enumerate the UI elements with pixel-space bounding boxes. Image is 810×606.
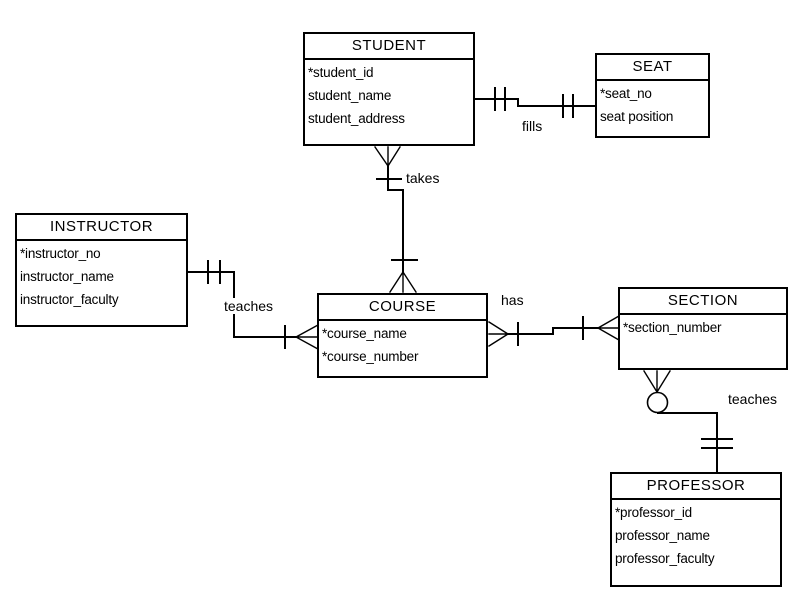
relationship-label-has: has bbox=[501, 292, 524, 308]
has-line bbox=[507, 327, 599, 335]
attribute-student-address: student_address bbox=[308, 111, 405, 126]
has-crowsfoot-section-side bbox=[597, 315, 620, 341]
teaches2-optional-circle bbox=[646, 391, 669, 414]
takes-crowsfoot-course-side bbox=[389, 271, 417, 293]
connector-takes bbox=[374, 146, 418, 293]
entity-instructor-title: INSTRUCTOR bbox=[17, 215, 186, 241]
entity-student-attributes: *student_id student_name student_address bbox=[305, 60, 473, 130]
teaches2-crowsfoot-section-side bbox=[643, 370, 671, 393]
attribute-instructor-no: *instructor_no bbox=[20, 246, 101, 261]
relationship-label-teaches-instructor: teaches bbox=[224, 298, 274, 314]
entity-course-attributes: *course_name *course_number bbox=[319, 321, 486, 368]
takes-line bbox=[387, 165, 404, 273]
entity-section: SECTION *section_number bbox=[618, 287, 788, 370]
entity-course: COURSE *course_name *course_number bbox=[317, 293, 488, 378]
entity-professor-attributes: *professor_id professor_name professor_f… bbox=[612, 500, 780, 570]
entity-seat-attributes: *seat_no seat position bbox=[597, 81, 708, 128]
entity-section-attributes: *section_number bbox=[620, 315, 786, 339]
connector-has bbox=[488, 315, 620, 347]
attribute-student-id: *student_id bbox=[308, 65, 374, 80]
relationship-label-fills: fills bbox=[522, 118, 543, 134]
entity-instructor-attributes: *instructor_no instructor_name instructo… bbox=[17, 241, 186, 311]
fills-one-ticks-seat-side bbox=[562, 94, 574, 118]
attribute-course-number: *course_number bbox=[322, 349, 419, 364]
attribute-course-name: *course_name bbox=[322, 326, 407, 341]
attribute-seat-position: seat position bbox=[600, 109, 674, 124]
attribute-professor-name: professor_name bbox=[615, 528, 710, 543]
relationship-label-takes: takes bbox=[406, 170, 440, 186]
fills-line bbox=[474, 98, 597, 107]
entity-course-title: COURSE bbox=[319, 295, 486, 321]
fills-one-ticks-student-side bbox=[494, 87, 506, 111]
takes-crowsfoot-student-side bbox=[374, 146, 401, 167]
attribute-section-number: *section_number bbox=[623, 320, 722, 335]
attribute-instructor-name: instructor_name bbox=[20, 269, 114, 284]
connector-teaches-section-professor bbox=[643, 370, 733, 472]
attribute-instructor-faculty: instructor_faculty bbox=[20, 292, 119, 307]
entity-student-title: STUDENT bbox=[305, 34, 473, 60]
entity-seat: SEAT *seat_no seat position bbox=[595, 53, 710, 138]
teaches1-one-ticks-instructor-side bbox=[207, 260, 221, 284]
teaches2-line bbox=[657, 412, 718, 472]
attribute-professor-faculty: professor_faculty bbox=[615, 551, 715, 566]
entity-section-title: SECTION bbox=[620, 289, 786, 315]
attribute-seat-no: *seat_no bbox=[600, 86, 652, 101]
has-crowsfoot-course-side bbox=[488, 321, 509, 347]
attribute-student-name: student_name bbox=[308, 88, 392, 103]
entity-professor-title: PROFESSOR bbox=[612, 474, 780, 500]
teaches1-crowsfoot-course-side bbox=[295, 324, 319, 350]
teaches2-one-ticks-professor-side bbox=[701, 438, 733, 449]
connector-fills bbox=[474, 87, 597, 118]
relationship-label-teaches-professor: teaches bbox=[728, 391, 778, 407]
attribute-professor-id: *professor_id bbox=[615, 505, 692, 520]
entity-student: STUDENT *student_id student_name student… bbox=[303, 32, 475, 146]
entity-professor: PROFESSOR *professor_id professor_name p… bbox=[610, 472, 782, 587]
entity-instructor: INSTRUCTOR *instructor_no instructor_nam… bbox=[15, 213, 188, 327]
entity-seat-title: SEAT bbox=[597, 55, 708, 81]
